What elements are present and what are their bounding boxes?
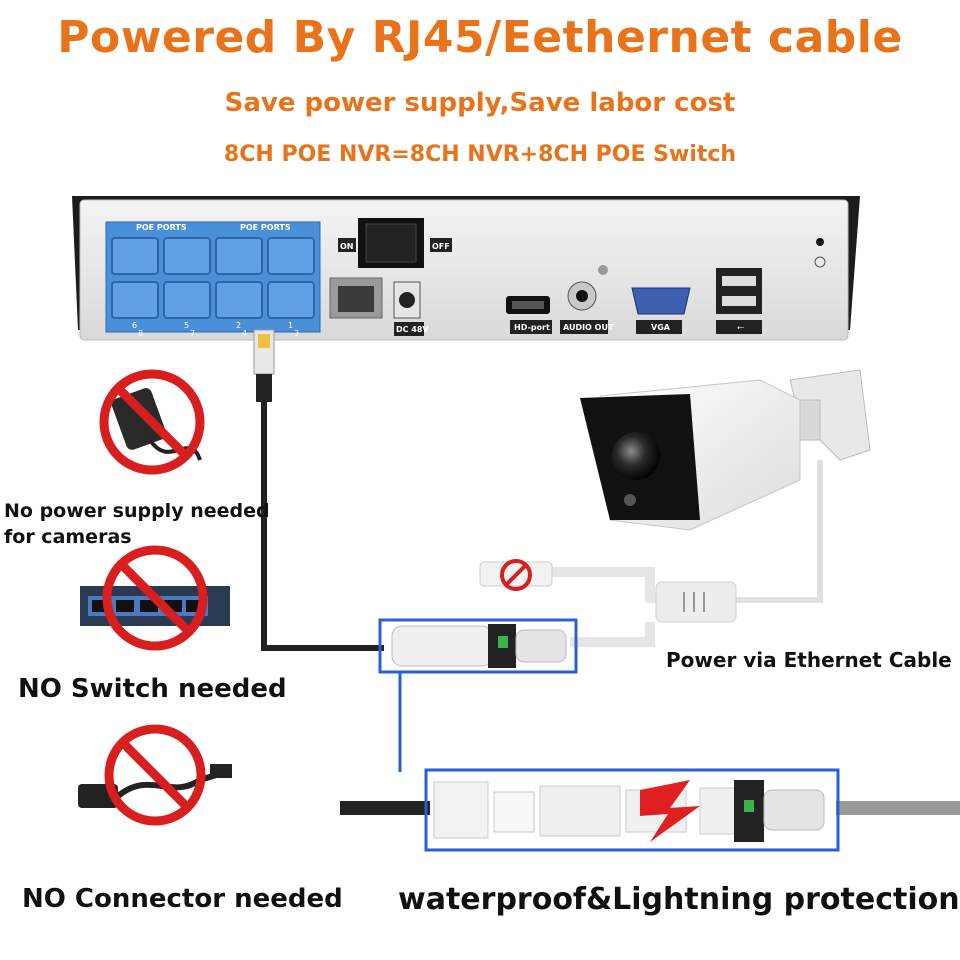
connector-highlight-box <box>378 618 578 772</box>
port-number: 6 <box>132 321 137 330</box>
no-power-supply-note: No power supply needed for cameras <box>4 500 270 548</box>
poe-port-grid <box>111 237 315 319</box>
no-switch-note: NO Switch needed <box>18 674 287 704</box>
waterproof-highlight-box <box>340 768 960 852</box>
poe-ports-label-left: POE PORTS <box>136 223 187 232</box>
camera-pigtail-cable <box>479 559 737 647</box>
port-number: 2 <box>236 321 241 330</box>
port-number: 4 <box>242 329 247 338</box>
dc-input-label: DC 48V <box>396 325 429 334</box>
port-number: 3 <box>294 329 299 338</box>
usb-icon: ⭠ <box>737 323 744 333</box>
poe-ports-label-right: POE PORTS <box>240 223 291 232</box>
vga-label: VGA <box>651 323 671 332</box>
switch-on-label: ON <box>340 242 354 251</box>
no-connector-note: NO Connector needed <box>22 884 343 914</box>
page-title: Powered By RJ45/Eethernet cable <box>57 12 903 63</box>
port-number: 7 <box>190 329 195 338</box>
audio-out-label: AUDIO OUT <box>563 323 614 332</box>
power-via-ethernet-note: Power via Ethernet Cable <box>666 648 952 672</box>
bullet-camera <box>580 369 871 603</box>
port-number: 8 <box>138 329 143 338</box>
port-number: 5 <box>184 321 189 330</box>
power-adapter-prohibited-icon <box>99 369 205 475</box>
hdmi-label: HD-port <box>514 323 550 332</box>
page-subtitle: Save power supply,Save labor cost <box>224 88 736 118</box>
waterproof-lightning-note: waterproof&Lightning protection <box>398 882 960 917</box>
ethernet-cable <box>253 329 384 651</box>
nvr-formula: 8CH POE NVR=8CH NVR+8CH POE Switch <box>223 142 737 167</box>
port-number: 1 <box>288 321 293 330</box>
lightning-icon <box>640 780 700 842</box>
network-switch-prohibited-icon <box>80 545 230 651</box>
nvr-recorder <box>72 196 860 341</box>
poe-injector-prohibited-icon <box>78 724 232 826</box>
switch-off-label: OFF <box>432 242 450 251</box>
